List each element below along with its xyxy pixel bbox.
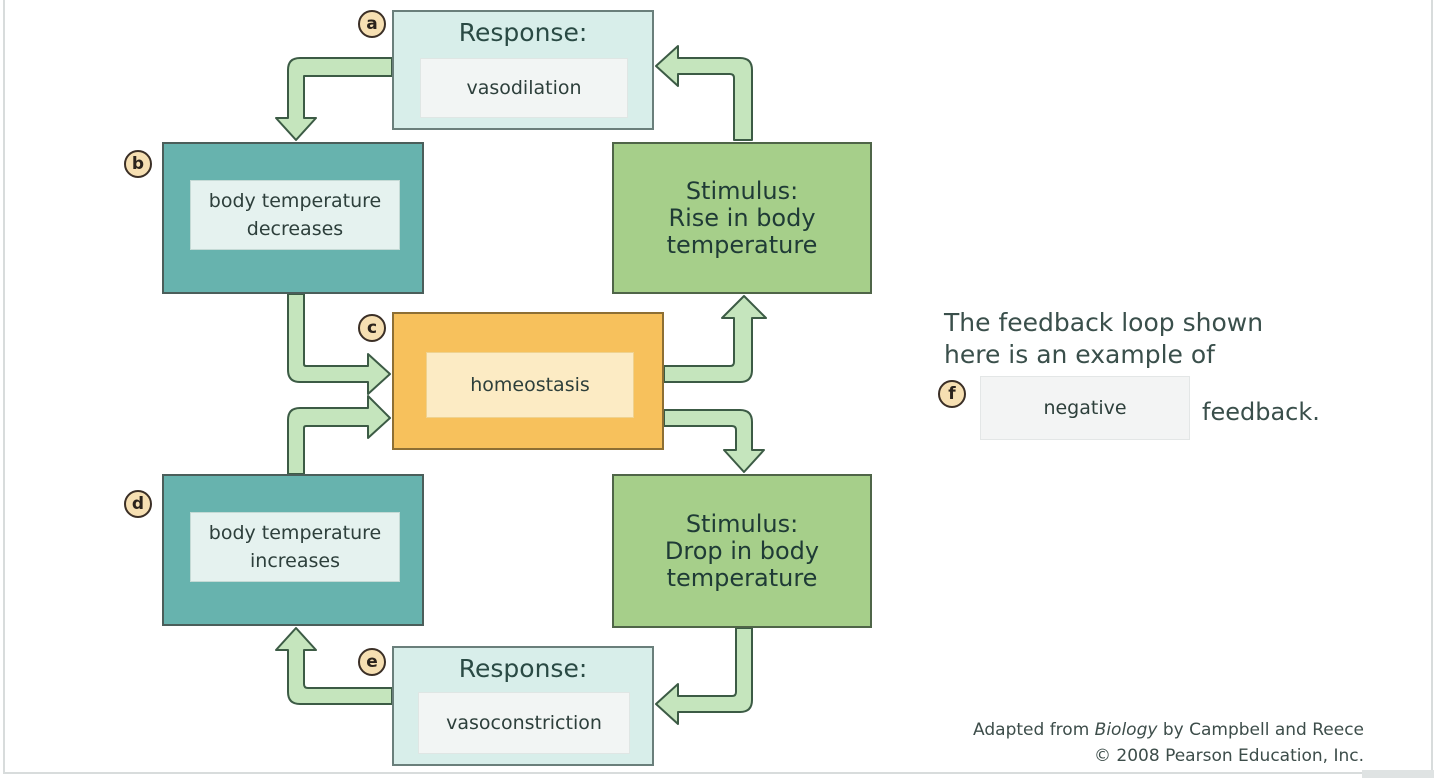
stimulus-rise-line-1: Stimulus: bbox=[685, 176, 799, 205]
diagram-frame bbox=[3, 0, 1433, 774]
bottom-edge-bar bbox=[1362, 770, 1434, 778]
credit-prefix: Adapted from bbox=[973, 720, 1095, 740]
arrow-homeostasis-to-stimulus-drop bbox=[663, 409, 765, 473]
response-bottom-answer[interactable]: vasoconstriction bbox=[418, 692, 630, 754]
arrow-response-to-decrease bbox=[275, 57, 393, 141]
stimulus-rise-line-3: temperature bbox=[666, 230, 818, 259]
badge-b: b bbox=[124, 150, 152, 178]
response-bottom-box: Response: vasoconstriction bbox=[392, 646, 654, 766]
stimulus-rise-box: Stimulus: Rise in body temperature bbox=[612, 142, 872, 294]
stimulus-drop-box: Stimulus: Drop in body temperature bbox=[612, 474, 872, 628]
response-top-box: Response: vasodilation bbox=[392, 10, 654, 130]
feedback-type-answer[interactable]: negative bbox=[980, 376, 1190, 440]
homeostasis-box: homeostasis bbox=[392, 312, 664, 450]
arrow-stimulus-rise-to-response bbox=[655, 45, 753, 141]
increases-line-2: increases bbox=[250, 550, 340, 572]
arrow-stimulus-drop-to-response bbox=[655, 627, 753, 725]
arrow-response-to-increase bbox=[275, 627, 393, 705]
body-temp-increases-answer[interactable]: body temperature increases bbox=[190, 512, 400, 582]
body-temp-decreases-box: body temperature decreases bbox=[162, 142, 424, 294]
credit-line-1: Adapted from Biology by Campbell and Ree… bbox=[973, 720, 1364, 740]
stimulus-drop-line-1: Stimulus: bbox=[685, 509, 799, 538]
badge-c: c bbox=[358, 314, 386, 342]
response-top-answer[interactable]: vasodilation bbox=[420, 58, 628, 118]
badge-a: a bbox=[358, 10, 386, 38]
arrow-homeostasis-to-stimulus-rise bbox=[663, 295, 767, 383]
credit-suffix: by Campbell and Reece bbox=[1157, 720, 1364, 740]
question-line-2: here is an example of bbox=[944, 340, 1215, 369]
body-temp-increases-box: body temperature increases bbox=[162, 474, 424, 626]
response-bottom-heading: Response: bbox=[458, 654, 588, 683]
body-temp-decreases-answer[interactable]: body temperature decreases bbox=[190, 180, 400, 250]
question-line-1: The feedback loop shown bbox=[944, 308, 1264, 337]
homeostasis-answer[interactable]: homeostasis bbox=[426, 352, 634, 418]
badge-f: f bbox=[938, 380, 966, 408]
question-suffix: feedback. bbox=[1202, 398, 1320, 426]
credit-book-title: Biology bbox=[1094, 720, 1158, 740]
badge-d: d bbox=[124, 490, 152, 518]
stimulus-drop-line-2: Drop in body bbox=[664, 536, 820, 565]
decreases-line-2: decreases bbox=[246, 218, 344, 240]
increases-line-1: body temperature bbox=[208, 522, 382, 544]
stimulus-rise-line-2: Rise in body bbox=[668, 203, 816, 232]
arrow-increase-to-homeostasis bbox=[287, 395, 391, 475]
response-top-heading: Response: bbox=[458, 18, 588, 47]
credit-line-2: © 2008 Pearson Education, Inc. bbox=[1094, 746, 1364, 766]
decreases-line-1: body temperature bbox=[208, 190, 382, 212]
arrow-decrease-to-homeostasis bbox=[287, 293, 391, 395]
stimulus-drop-line-3: temperature bbox=[666, 563, 818, 592]
badge-e: e bbox=[358, 648, 386, 676]
